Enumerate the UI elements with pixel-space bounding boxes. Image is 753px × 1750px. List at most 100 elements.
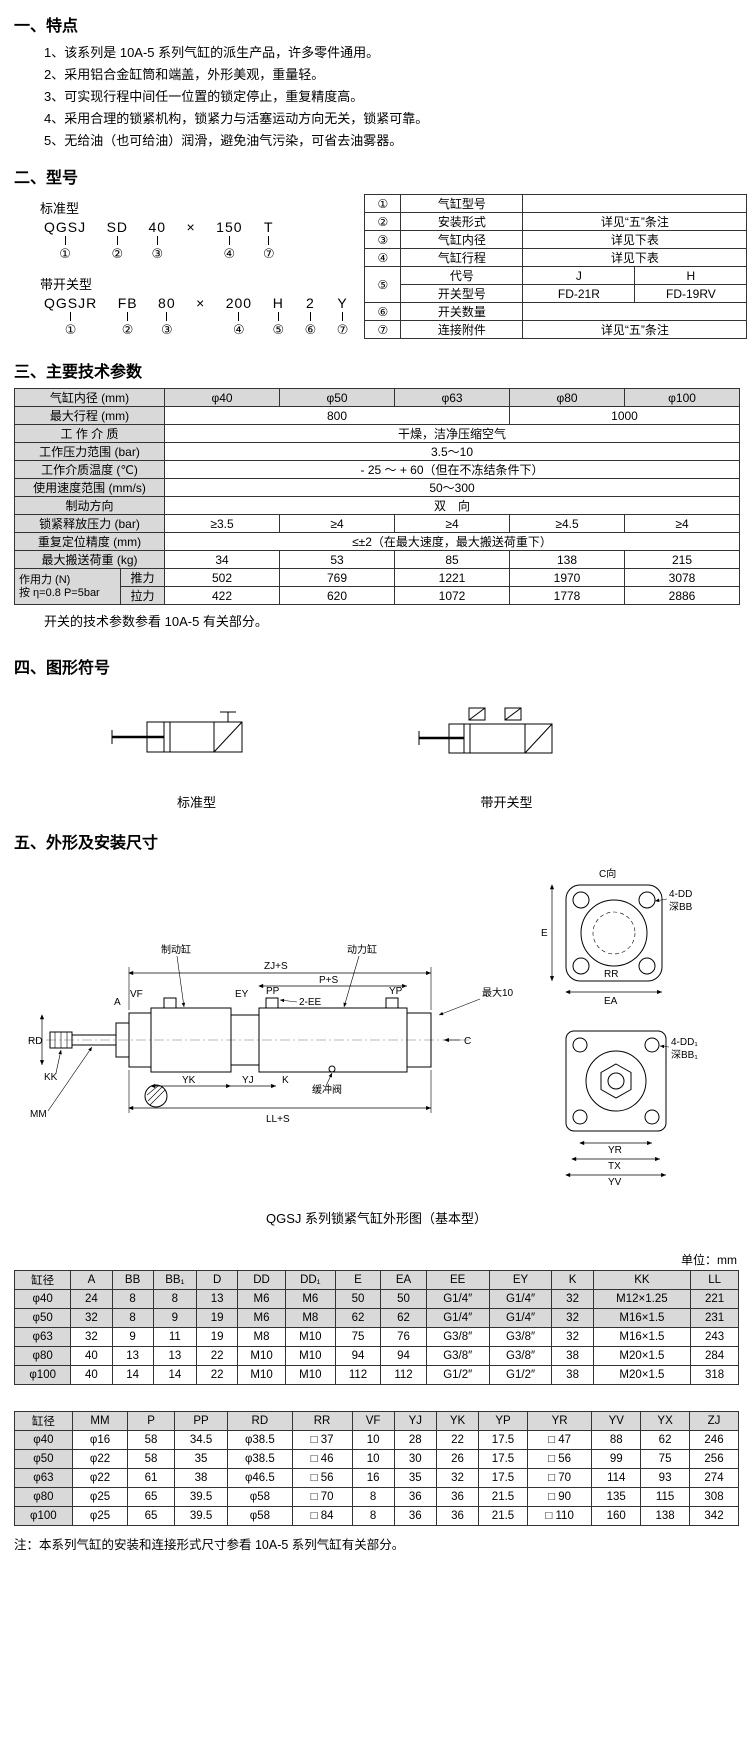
- leader-line: [116, 236, 118, 245]
- feature-item: 2、采用铝合金缸筒和端盖，外形美观，重量轻。: [44, 67, 325, 82]
- leader-line: [200, 312, 201, 321]
- cell: M10: [284, 1346, 336, 1366]
- dim-label: YR: [608, 1145, 622, 1156]
- cell: 114: [591, 1468, 642, 1488]
- legend-value: FD-21R: [522, 284, 636, 303]
- cell: 85: [394, 550, 511, 569]
- cell: ≥4: [394, 514, 511, 533]
- column-header: YX: [640, 1411, 690, 1431]
- cell: G3/8″: [488, 1346, 553, 1366]
- switch-type-label: 带开关型: [40, 277, 93, 292]
- cell: ≥4: [279, 514, 396, 533]
- cell: φ25: [71, 1487, 129, 1507]
- table-row: 锁紧释放压力 (bar) ≥3.5 ≥4 ≥4 ≥4.5 ≥4: [13, 514, 741, 533]
- cell: 8: [351, 1487, 395, 1507]
- cell: M8: [284, 1308, 336, 1328]
- column-header: A: [70, 1270, 113, 1290]
- cell: - 25 ～ + 60（但在不冻结条件下）: [164, 460, 741, 479]
- cell: φ40: [164, 388, 281, 407]
- hatched-detail-circle: [144, 1084, 168, 1108]
- cell: 13: [152, 1346, 198, 1366]
- cell: G1/2″: [488, 1365, 553, 1385]
- cell: 8: [111, 1289, 154, 1309]
- cell: M6: [237, 1308, 286, 1328]
- legend-value: FD-19RV: [634, 284, 748, 303]
- table-row: ④ 气缸行程 详见下表: [364, 248, 748, 267]
- leader-line: [191, 236, 192, 245]
- outline-note: 注：本系列气缸的安装和连接形式尺寸参看 10A-5 系列气缸有关部分。: [14, 1538, 405, 1552]
- cell: 22: [196, 1346, 239, 1366]
- row-header: φ50: [13, 1308, 72, 1328]
- model-part: ×: [196, 295, 205, 322]
- cell: φ38.5: [227, 1430, 293, 1450]
- legend-name: 安装形式: [400, 212, 524, 231]
- cell: 342: [689, 1506, 739, 1526]
- standard-type-label: 标准型: [40, 201, 80, 216]
- column-header: MM: [71, 1411, 129, 1431]
- leader-line: [166, 312, 168, 321]
- column-header: K: [551, 1270, 594, 1290]
- cell: 256: [689, 1449, 739, 1469]
- force-label-line1: 作用力 (N): [19, 573, 71, 586]
- dim-label: MM: [30, 1109, 47, 1120]
- feature-item: 3、可实现行程中间任一位置的锁定停止，重复精度高。: [44, 89, 364, 104]
- cell: φ46.5: [227, 1468, 293, 1488]
- dim-label: 4-DD₁: [671, 1037, 698, 1048]
- cell: 8: [111, 1308, 154, 1328]
- row-header: φ100: [14, 1506, 73, 1526]
- model-legend-table: ① 气缸型号 ② 安装形式 详见“五”条注 ③ 气缸内径 详见下表 ④ 气缸行程…: [364, 194, 748, 339]
- cell: 53: [279, 550, 396, 569]
- dim-label: VF: [130, 989, 143, 1000]
- cell: M10: [284, 1365, 336, 1385]
- row-header: 使用速度范围 (mm/s): [13, 478, 166, 497]
- cell: 13: [111, 1346, 154, 1366]
- dim-label: KK: [44, 1072, 58, 1083]
- outline-dimension-drawing: 制动缸 动力缸 ZJ+S P+S VF EY PP YP 2-EE A RD K…: [28, 867, 698, 1188]
- cell: 308: [689, 1487, 739, 1507]
- cell: 32: [551, 1289, 594, 1309]
- cell: 112: [380, 1365, 427, 1385]
- cell: ≤±2（在最大速度，最大搬送荷重下）: [164, 532, 741, 551]
- cell: 17.5: [478, 1468, 528, 1488]
- cell: 1778: [509, 586, 626, 605]
- cell: 422: [164, 586, 281, 605]
- cell: 94: [334, 1346, 382, 1366]
- cell: 50: [334, 1289, 382, 1309]
- leader-line: [268, 236, 270, 245]
- cell: 35: [393, 1468, 437, 1488]
- cell: 22: [196, 1365, 239, 1385]
- row-header: 重复定位精度 (mm): [13, 532, 166, 551]
- dim-label: 最大10: [482, 986, 514, 999]
- cell: M16×1.5: [592, 1308, 692, 1328]
- cell: 1072: [394, 586, 511, 605]
- dim-label: RD: [28, 1036, 42, 1047]
- table-row: 重复定位精度 (mm) ≤±2（在最大速度，最大搬送荷重下）: [13, 532, 741, 551]
- row-header: 工 作 介 质: [13, 424, 166, 443]
- cell: 50～300: [164, 478, 741, 497]
- cell: 65: [127, 1506, 175, 1526]
- column-header: RD: [227, 1411, 293, 1431]
- cell: G1/4″: [425, 1289, 490, 1309]
- table-row: 作用力 (N) 按 η=0.8 P=5bar 推力 502 769 1221 1…: [14, 568, 741, 605]
- cell: M6: [237, 1289, 286, 1309]
- row-header: 工作压力范围 (bar): [13, 442, 166, 461]
- cell: 14: [152, 1365, 198, 1385]
- legend-value: 详见下表: [522, 230, 748, 249]
- cell: 39.5: [173, 1487, 229, 1507]
- dim-label: C: [464, 1036, 471, 1047]
- column-header: EA: [380, 1270, 427, 1290]
- dim-label: PP: [266, 986, 280, 997]
